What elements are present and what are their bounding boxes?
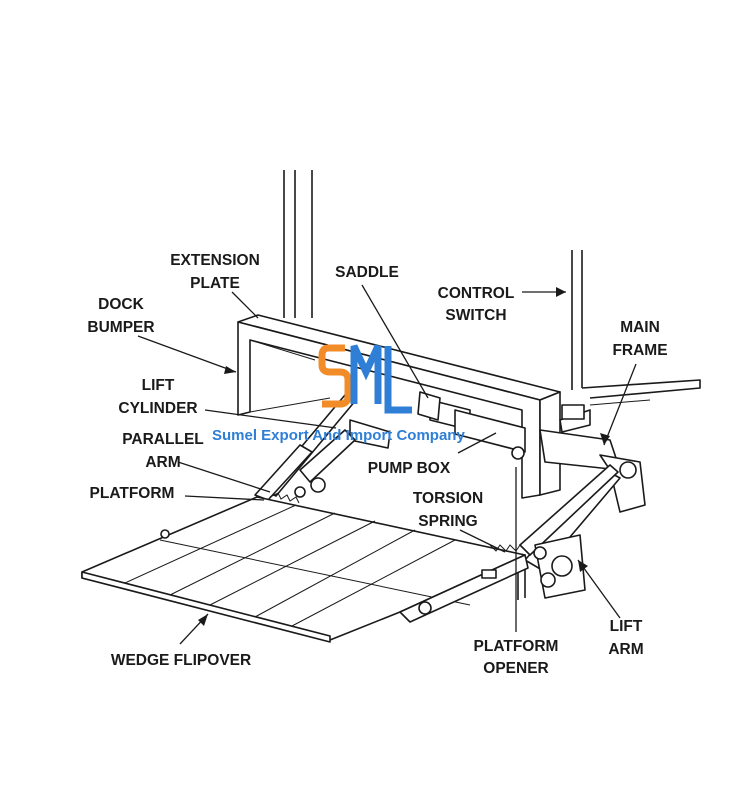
label-torsion-spring-line1: TORSION (413, 490, 483, 507)
platform-shape (81, 496, 529, 643)
right-arm-assembly (517, 464, 621, 600)
truck-body (283, 170, 701, 406)
leader-lines (137, 284, 637, 645)
label-platform-opener-line2: OPENER (483, 660, 548, 677)
watermark-text: Sumel Export And Import Company (212, 427, 465, 444)
label-wedge-flipover: WEDGE FLIPOVER (111, 652, 251, 669)
label-platform: PLATFORM (90, 485, 175, 502)
labels: EXTENSION PLATE SADDLE CONTROL SWITCH DO… (87, 252, 667, 677)
label-extension-plate-line1: EXTENSION (170, 252, 260, 269)
company-logo (318, 344, 412, 414)
label-lift-arm-line1: LIFT (610, 618, 643, 635)
label-lift-arm-line2: ARM (608, 641, 643, 658)
label-saddle: SADDLE (335, 264, 399, 281)
label-pump-box: PUMP BOX (368, 460, 451, 477)
label-control-switch-line2: SWITCH (445, 307, 506, 324)
left-arm-assembly (254, 394, 357, 504)
label-lift-cylinder-line1: LIFT (142, 377, 175, 394)
label-dock-bumper-line1: DOCK (98, 296, 144, 313)
label-torsion-spring-line2: SPRING (418, 513, 477, 530)
label-dock-bumper-line2: BUMPER (87, 319, 154, 336)
label-main-frame-line1: MAIN (620, 319, 660, 336)
label-control-switch-line1: CONTROL (438, 285, 515, 302)
label-lift-cylinder-line2: CYLINDER (118, 400, 197, 417)
watermark: Sumel Export And Import Company (212, 344, 465, 444)
label-platform-opener-line1: PLATFORM (474, 638, 559, 655)
label-parallel-arm-line2: ARM (145, 454, 180, 471)
label-parallel-arm-line1: PARALLEL (122, 431, 204, 448)
label-main-frame-line2: FRAME (612, 342, 667, 359)
pump-box-shape (349, 391, 526, 460)
label-extension-plate-line2: PLATE (190, 275, 240, 292)
